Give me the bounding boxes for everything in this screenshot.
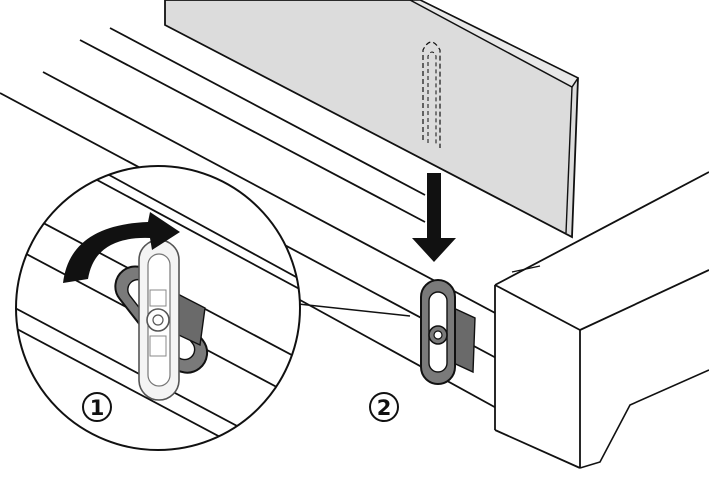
svg-text:2: 2: [377, 396, 392, 420]
step-label-1: 1: [82, 392, 112, 422]
svg-text:1: 1: [90, 396, 105, 420]
drawer-front: [494, 171, 709, 480]
rotate-arrow-icon: [63, 212, 180, 283]
clip-installed: [420, 279, 476, 385]
step-label-2: 2: [369, 392, 399, 422]
press-down-arrow-icon: [412, 173, 456, 262]
glass-panel: [164, 0, 580, 239]
leader-line: [288, 302, 411, 317]
magnified-detail: [15, 165, 301, 451]
